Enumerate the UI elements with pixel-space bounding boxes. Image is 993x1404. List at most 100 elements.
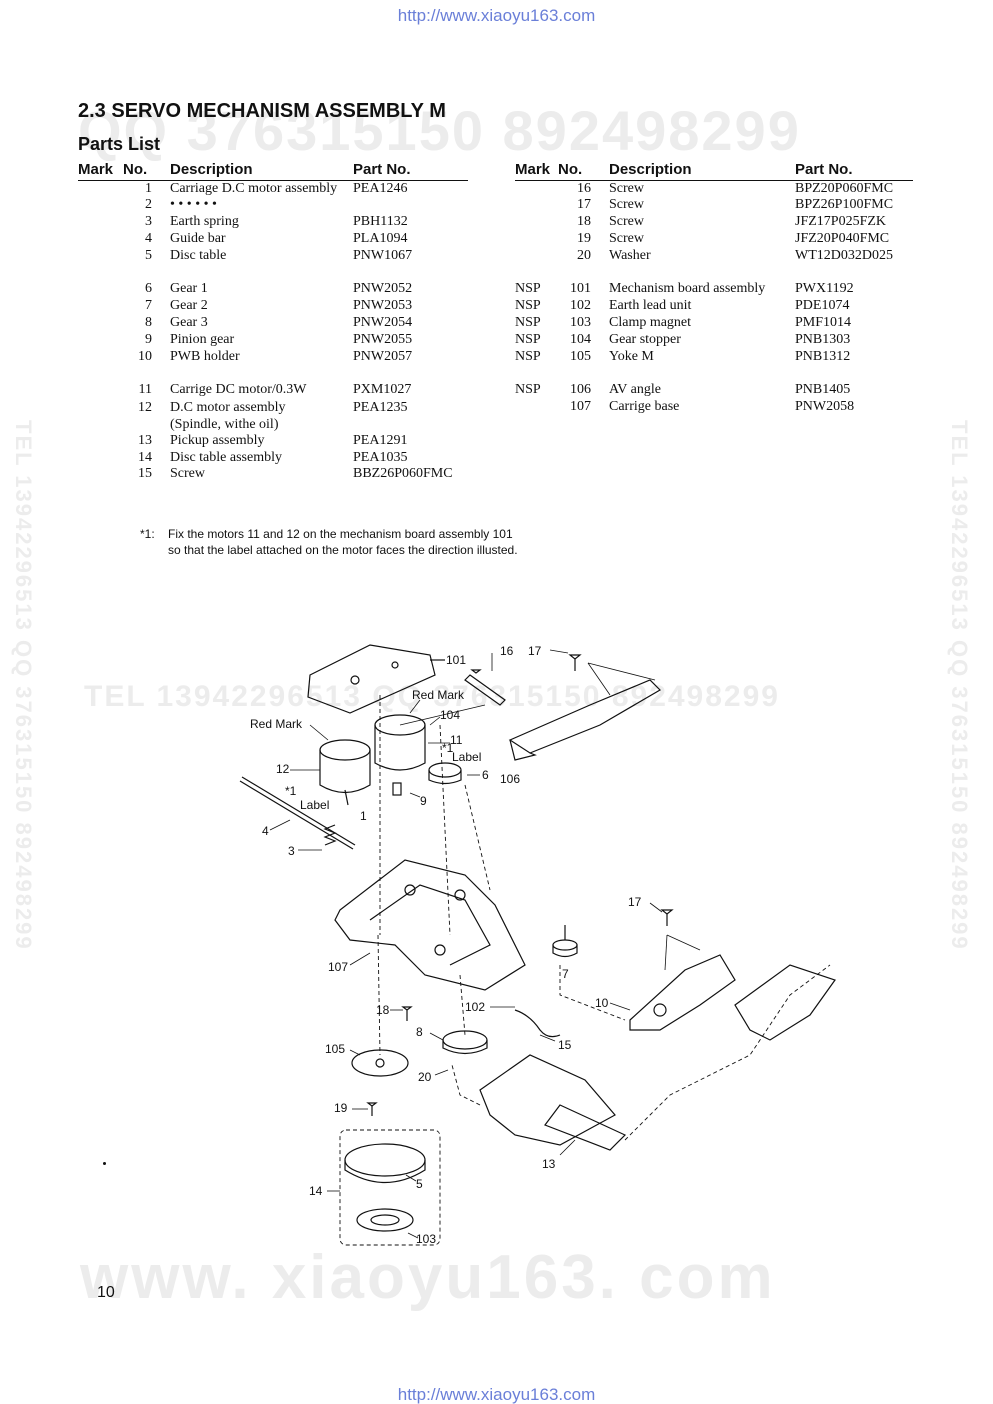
part-no-cell: PXM1027 bbox=[353, 381, 412, 397]
description-cell: Carriage D.C motor assembly bbox=[170, 180, 338, 196]
description-cell: Washer bbox=[609, 248, 651, 264]
exploded-view-diagram: 101 Red Mark Red Mark 104 11 *1 Label 6 … bbox=[239, 644, 836, 1246]
callout-14: 14 bbox=[309, 1184, 323, 1198]
description-cell: Screw bbox=[609, 180, 644, 196]
watermark-bottom: www. xiaoyu163. com bbox=[80, 1243, 776, 1312]
callout-17-top: 17 bbox=[528, 644, 542, 658]
footnote: *1:Fix the motors 11 and 12 on the mecha… bbox=[140, 526, 518, 558]
callout-102: 102 bbox=[465, 1000, 485, 1014]
description-cell: Screw bbox=[609, 214, 644, 230]
parts-row: 2• • • • • • bbox=[78, 197, 468, 214]
part-no-cell: PLA1094 bbox=[353, 231, 408, 247]
callout-11: 11 bbox=[450, 733, 463, 747]
column-header-mark: Mark bbox=[515, 160, 558, 181]
no-cell: 13 bbox=[138, 432, 152, 448]
description-cell: Pickup assembly bbox=[170, 432, 265, 448]
mark-cell bbox=[78, 466, 123, 483]
column-header-no: No. bbox=[558, 160, 609, 181]
callout-16: 16 bbox=[500, 644, 514, 658]
description-cell: Mechanism board assembly bbox=[609, 281, 766, 297]
callout-red-mark-b: Red Mark bbox=[250, 717, 303, 731]
callout-106: 106 bbox=[500, 772, 520, 786]
footnote-line-2: so that the label attached on the motor … bbox=[168, 543, 518, 557]
no-cell: 19 bbox=[577, 231, 591, 247]
callout-8: 8 bbox=[416, 1025, 423, 1039]
no-cell: 102 bbox=[570, 298, 591, 314]
parts-row: 16 Screw BPZ20P060FMC bbox=[515, 180, 913, 197]
part-no-cell: PNB1303 bbox=[795, 331, 851, 347]
no-cell: 1 bbox=[145, 180, 152, 196]
parts-row: 1 Carriage D.C motor assembly PEA1246 bbox=[78, 180, 468, 197]
description-cell: Gear 3 bbox=[170, 314, 208, 330]
footer-url[interactable]: http://www.xiaoyu163.com bbox=[397, 1385, 596, 1404]
no-cell: 8 bbox=[145, 314, 152, 330]
description-cell: Gear 2 bbox=[170, 298, 208, 314]
part-no-cell: PNW2058 bbox=[795, 398, 855, 414]
callout-star1-b: *1 bbox=[285, 784, 297, 798]
callout-1: 1 bbox=[360, 809, 367, 823]
footnote-line-1: Fix the motors 11 and 12 on the mechanis… bbox=[168, 527, 513, 541]
mark-cell: NSP bbox=[515, 298, 541, 314]
mark-cell bbox=[78, 332, 123, 349]
no-cell: 101 bbox=[570, 281, 591, 297]
watermark-left: TEL 13942296513 QQ 376315150 892498299 bbox=[11, 420, 36, 951]
callout-6: 6 bbox=[482, 768, 489, 782]
callout-7: 7 bbox=[562, 967, 569, 981]
no-cell: 106 bbox=[570, 381, 591, 397]
part-no-cell: BPZ20P060FMC bbox=[795, 180, 894, 196]
header-url[interactable]: http://www.xiaoyu163.com bbox=[397, 6, 596, 25]
description-cell: Earth spring bbox=[170, 214, 239, 230]
part-no-cell: PEA1035 bbox=[353, 449, 408, 465]
no-cell: 16 bbox=[577, 180, 591, 196]
mark-cell bbox=[78, 214, 123, 231]
description-cell: Screw bbox=[170, 466, 205, 482]
no-cell: 9 bbox=[145, 331, 152, 347]
part-no-cell: BPZ26P100FMC bbox=[795, 197, 894, 213]
callout-107: 107 bbox=[328, 960, 348, 974]
mark-cell bbox=[78, 315, 123, 332]
no-cell: 14 bbox=[138, 449, 152, 465]
mark-cell bbox=[78, 433, 123, 450]
description-cell: Yoke M bbox=[609, 348, 654, 364]
no-cell: 103 bbox=[570, 314, 591, 330]
mark-cell bbox=[78, 231, 123, 248]
mark-cell bbox=[78, 399, 123, 433]
part-no-cell: WT12D032D025 bbox=[795, 248, 893, 264]
stray-dot bbox=[103, 1162, 106, 1165]
mark-cell bbox=[78, 248, 123, 265]
part-no-cell: BBZ26P060FMC bbox=[353, 466, 453, 482]
part-no-cell: PBH1132 bbox=[353, 214, 408, 230]
no-cell: 11 bbox=[138, 381, 152, 397]
section-title: 2.3 SERVO MECHANISM ASSEMBLY M bbox=[78, 100, 446, 122]
part-no-cell: PNW2054 bbox=[353, 314, 413, 330]
no-cell: 7 bbox=[145, 298, 152, 314]
callout-104: 104 bbox=[440, 708, 460, 722]
description-cell: Disc table assembly bbox=[170, 449, 282, 465]
callout-label-a: Label bbox=[452, 750, 481, 764]
part-no-cell: PNW2053 bbox=[353, 298, 413, 314]
part-no-cell: PNW2055 bbox=[353, 331, 413, 347]
column-header-part-no: Part No. bbox=[353, 160, 468, 181]
mark-cell: NSP bbox=[515, 314, 541, 330]
mark-cell bbox=[515, 214, 558, 231]
callout-103: 103 bbox=[416, 1232, 436, 1246]
description-cell: Guide bar bbox=[170, 231, 226, 247]
description-cell: Earth lead unit bbox=[609, 298, 692, 314]
no-cell: 6 bbox=[145, 281, 152, 297]
no-cell: 3 bbox=[145, 214, 152, 230]
mark-cell bbox=[515, 231, 558, 248]
callout-star1-a: *1 bbox=[442, 741, 454, 755]
no-cell: 5 bbox=[145, 248, 152, 264]
part-no-cell: PEA1246 bbox=[353, 180, 408, 196]
